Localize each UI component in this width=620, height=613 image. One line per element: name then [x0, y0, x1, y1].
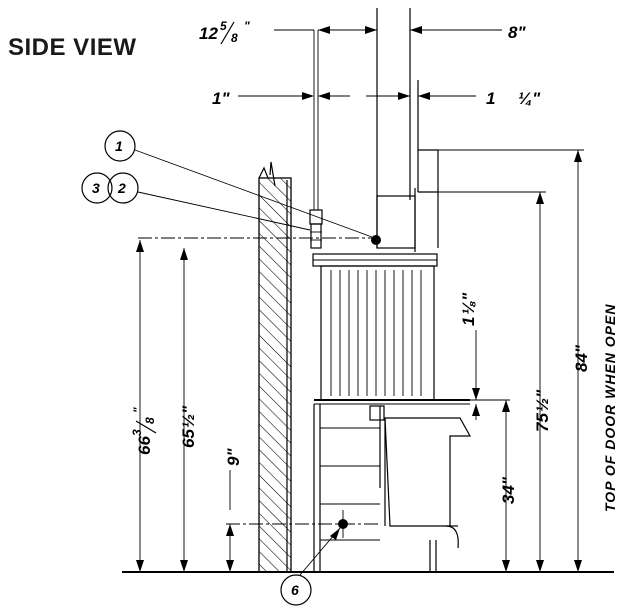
svg-text:75: 75 — [533, 413, 552, 432]
dim-1-label: 1" — [212, 89, 230, 108]
frame-legs — [313, 404, 437, 572]
drawing-title: SIDE VIEW — [8, 34, 137, 61]
svg-text:TOP OF DOOR WHEN OPEN: TOP OF DOOR WHEN OPEN — [602, 304, 618, 512]
callout-3: 3 — [81, 172, 113, 204]
dim-8 — [410, 26, 502, 34]
dim-1 — [238, 92, 350, 100]
svg-text:9": 9" — [224, 448, 243, 466]
dim-75-1-2-text: 75 ½" — [533, 389, 552, 432]
wash-tank — [369, 405, 472, 549]
callout-1: 1 — [104, 130, 373, 238]
dim-12-5-8-den: 8 — [231, 31, 238, 45]
dim-1-1-4-frac: ¼" — [518, 89, 541, 108]
dim-9-text: 9" — [224, 448, 243, 466]
svg-text:⅛": ⅛" — [459, 292, 478, 315]
callout-6: 6 — [280, 527, 341, 606]
dim-65-1-2-text: 65 ½" — [179, 405, 198, 448]
callout-2: 2 — [107, 172, 311, 231]
dim-66-3-8-text: 66 3 8 " — [130, 407, 157, 455]
dim-65-1-2 — [180, 248, 188, 572]
svg-text:3: 3 — [130, 429, 144, 436]
vent-stack — [376, 8, 439, 252]
dim-66-3-8 — [136, 240, 144, 572]
svg-text:": " — [131, 407, 145, 413]
supply-pipe — [309, 30, 323, 249]
top-of-door-label: TOP OF DOOR WHEN OPEN — [602, 304, 618, 512]
svg-text:½": ½" — [179, 405, 198, 428]
dim-1-1-4 — [366, 92, 476, 100]
svg-text:6: 6 — [291, 582, 299, 598]
svg-text:½": ½" — [533, 389, 552, 412]
svg-text:84": 84" — [572, 344, 591, 372]
dim-9 — [226, 470, 234, 572]
svg-text:1: 1 — [115, 138, 123, 154]
dim-84 — [438, 149, 584, 572]
dim-34-text: 34" — [499, 476, 518, 504]
svg-text:1: 1 — [459, 317, 478, 326]
svg-text:3: 3 — [92, 180, 100, 196]
svg-text:8: 8 — [143, 417, 157, 424]
svg-text:66: 66 — [135, 436, 154, 455]
hood-louvers — [330, 270, 422, 396]
dim-12-5-8-num: 5 — [220, 19, 227, 33]
connection-1-point — [371, 235, 381, 245]
dim-12-5-8-inch: " — [244, 19, 250, 33]
table-top — [314, 399, 470, 405]
svg-text:34": 34" — [499, 476, 518, 504]
wall — [258, 161, 292, 573]
dim-12-5-8-whole: 12 — [199, 24, 218, 43]
drain-connection — [226, 510, 380, 538]
dim-84-text: 84" — [572, 344, 591, 372]
svg-text:2: 2 — [117, 180, 126, 196]
dim-1-1-8 — [472, 330, 480, 420]
dim-34 — [470, 399, 510, 572]
svg-text:65: 65 — [179, 429, 198, 448]
dim-1-1-8-text: 1 ⅛" — [459, 292, 478, 326]
dim-12-5-8-bar — [220, 21, 235, 45]
dishwasher-hood — [312, 253, 438, 401]
dim-1-1-4-whole: 1 — [486, 89, 495, 108]
dim-8-label: 8" — [508, 23, 526, 42]
dim-12-5-8 — [274, 26, 377, 34]
dim-75-1-2 — [438, 191, 546, 572]
